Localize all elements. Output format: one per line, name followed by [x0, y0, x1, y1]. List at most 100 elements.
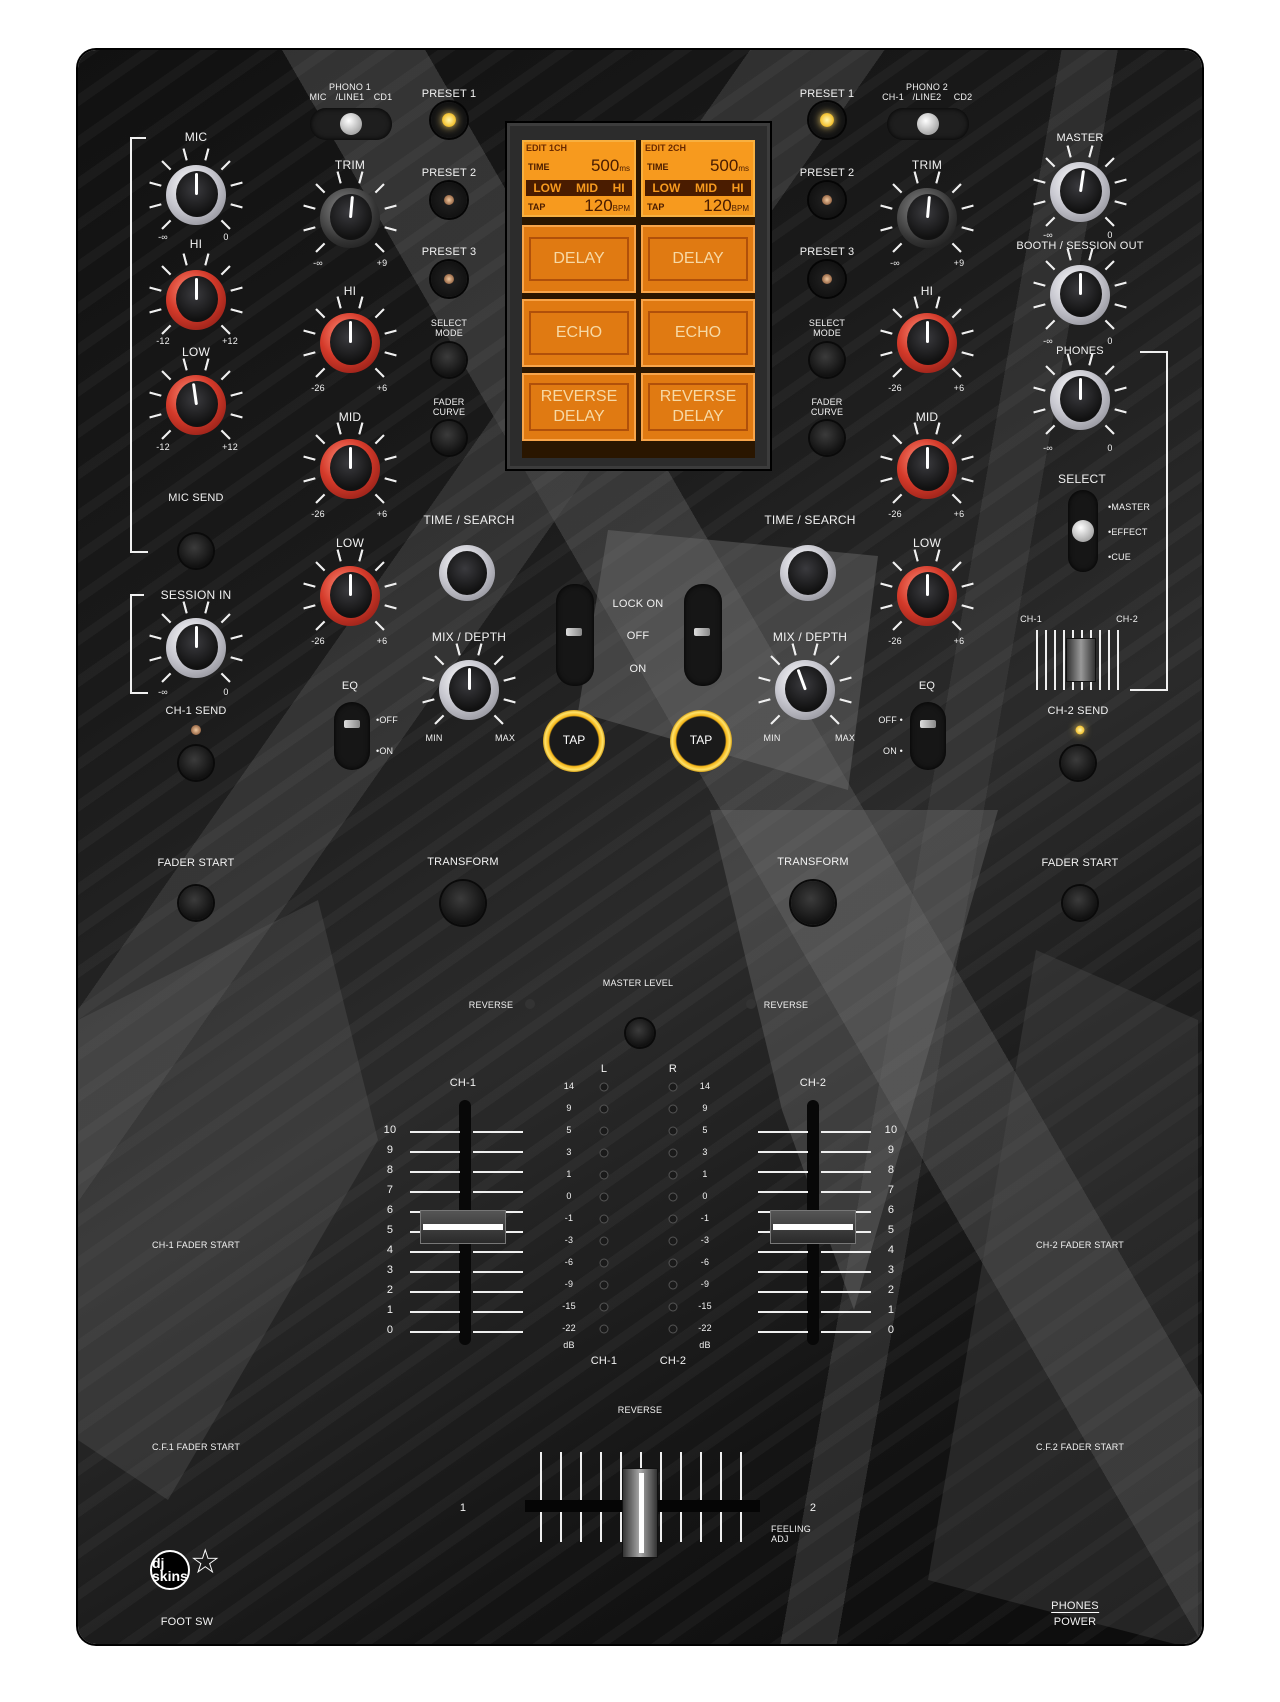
fader-scale-label: 10 — [884, 1124, 898, 1136]
ch1-send-button[interactable] — [179, 746, 213, 780]
ch2-fader-knob[interactable] — [770, 1210, 856, 1244]
ch1-low-label: LOW — [336, 536, 364, 550]
transform-right-button[interactable] — [791, 881, 835, 925]
mic-low-knob[interactable] — [148, 357, 244, 453]
fader-tick — [821, 1171, 871, 1173]
right-lock-switch[interactable] — [684, 584, 722, 686]
session-in-knob[interactable] — [148, 600, 244, 696]
select-label: SELECT — [1058, 472, 1106, 486]
mic-send-button[interactable] — [179, 534, 213, 568]
mic-min: -∞ — [158, 232, 168, 242]
fader-tick — [473, 1131, 523, 1133]
transform-left-button[interactable] — [441, 881, 485, 925]
left-time-search-jog[interactable] — [439, 545, 499, 605]
crossfader-knob[interactable] — [622, 1468, 658, 1558]
fader-start-right-button[interactable] — [1063, 886, 1097, 920]
lcd-ch1-delay-button[interactable]: DELAY — [522, 225, 636, 293]
meter-led — [668, 1148, 678, 1158]
ch1-trim-knob[interactable] — [302, 170, 398, 266]
ch2-eq-switch[interactable] — [910, 702, 946, 770]
meter-led — [599, 1104, 609, 1114]
frame-line — [130, 692, 148, 694]
meter-db-left: dB — [563, 1340, 575, 1350]
fader-scale-label: 2 — [887, 1284, 895, 1296]
booth-knob[interactable] — [1032, 247, 1128, 343]
ch2-eq-on: ON • — [883, 746, 903, 756]
ch2-input-selector[interactable] — [887, 108, 969, 140]
lcd-ch2-echo-button[interactable]: ECHO — [641, 299, 755, 367]
lcd-ch1-echo-button[interactable]: ECHO — [522, 299, 636, 367]
cue-fader-knob[interactable] — [1066, 638, 1096, 682]
master-level-knob[interactable] — [626, 1019, 654, 1047]
ch2-mid-knob[interactable] — [879, 421, 975, 517]
right-mix-depth-knob[interactable] — [757, 642, 853, 738]
ch2-trim-knob[interactable] — [879, 170, 975, 266]
ch1-fader-knob[interactable] — [420, 1210, 506, 1244]
meter-led — [668, 1082, 678, 1092]
meter-led — [599, 1126, 609, 1136]
reverse-left-label: REVERSE — [468, 1000, 514, 1010]
frame-line — [130, 594, 132, 694]
fader-scale-label: 7 — [386, 1184, 394, 1196]
ch2-trim-max: +9 — [953, 258, 965, 268]
ch2-fader-label: CH-2 — [799, 1077, 827, 1089]
ch1-send-led — [191, 725, 201, 735]
ch1-trim-min: -∞ — [313, 258, 323, 268]
ch1-low-knob[interactable] — [302, 548, 398, 644]
right-time-search-jog[interactable] — [780, 545, 840, 605]
ch1-mid-knob[interactable] — [302, 421, 398, 517]
master-label: MASTER — [1056, 132, 1104, 144]
right-select-mode-button[interactable] — [810, 343, 844, 377]
ch2-low-knob[interactable] — [879, 548, 975, 644]
session-in-max: 0 — [223, 687, 229, 697]
fader-start-left-button[interactable] — [179, 886, 213, 920]
meter-led — [668, 1302, 678, 1312]
right-preset3-led — [822, 274, 832, 284]
phones-min: -∞ — [1043, 443, 1053, 453]
lcd-ch2-reverse-delay-button[interactable]: REVERSE DELAY — [641, 373, 755, 441]
lcd-ch1-reverse-delay-button[interactable]: REVERSE DELAY — [522, 373, 636, 441]
ch1-low-max: +6 — [376, 636, 388, 646]
phones-power-label-top: PHONES — [1051, 1600, 1099, 1613]
right-mix-min: MIN — [763, 733, 781, 743]
meter-led — [599, 1302, 609, 1312]
left-mix-depth-label: MIX / DEPTH — [431, 630, 507, 644]
left-mix-depth-knob[interactable] — [421, 642, 517, 738]
mic-knob[interactable] — [148, 147, 244, 243]
fader-scale-label: 9 — [386, 1144, 394, 1156]
ch1-hi-max: +6 — [376, 383, 388, 393]
left-lock-switch[interactable] — [556, 584, 594, 686]
left-select-mode-button[interactable] — [432, 343, 466, 377]
master-knob[interactable] — [1032, 144, 1128, 240]
right-preset1-led — [820, 113, 834, 127]
session-in-min: -∞ — [158, 687, 168, 697]
phones-knob[interactable] — [1032, 352, 1128, 448]
fader-scale-label: 0 — [386, 1324, 394, 1336]
ch2-hi-label: HI — [920, 284, 934, 298]
mic-low-label: LOW — [182, 345, 210, 359]
ch1-eq-switch[interactable] — [334, 702, 370, 770]
meter-scale-label: -6 — [700, 1257, 710, 1267]
lcd-ch2-delay-button[interactable]: DELAY — [641, 225, 755, 293]
right-tap-button[interactable]: TAP — [670, 710, 732, 772]
meter-led — [668, 1236, 678, 1246]
meter-scale-label: 9 — [566, 1103, 572, 1113]
lcd-time-value: 500ms — [709, 156, 749, 175]
ch1-hi-knob[interactable] — [302, 295, 398, 391]
fader-start-right-label: FADER START — [1041, 857, 1119, 869]
ch1-hi-label: HI — [343, 284, 357, 298]
cue-select-switch[interactable] — [1068, 490, 1098, 572]
mic-hi-knob[interactable] — [148, 252, 244, 348]
left-tap-button[interactable]: TAP — [543, 710, 605, 772]
right-fader-curve-button[interactable] — [810, 421, 844, 455]
left-fader-curve-button[interactable] — [432, 421, 466, 455]
ch2-send-button[interactable] — [1061, 746, 1095, 780]
fader-tick — [473, 1171, 523, 1173]
ch2-hi-knob[interactable] — [879, 295, 975, 391]
ch1-input-selector[interactable] — [310, 108, 392, 140]
right-select-mode-label: SELECT MODE — [808, 318, 846, 338]
phones-power-label-bottom: POWER — [1053, 1616, 1097, 1628]
fader-tick — [821, 1251, 871, 1253]
